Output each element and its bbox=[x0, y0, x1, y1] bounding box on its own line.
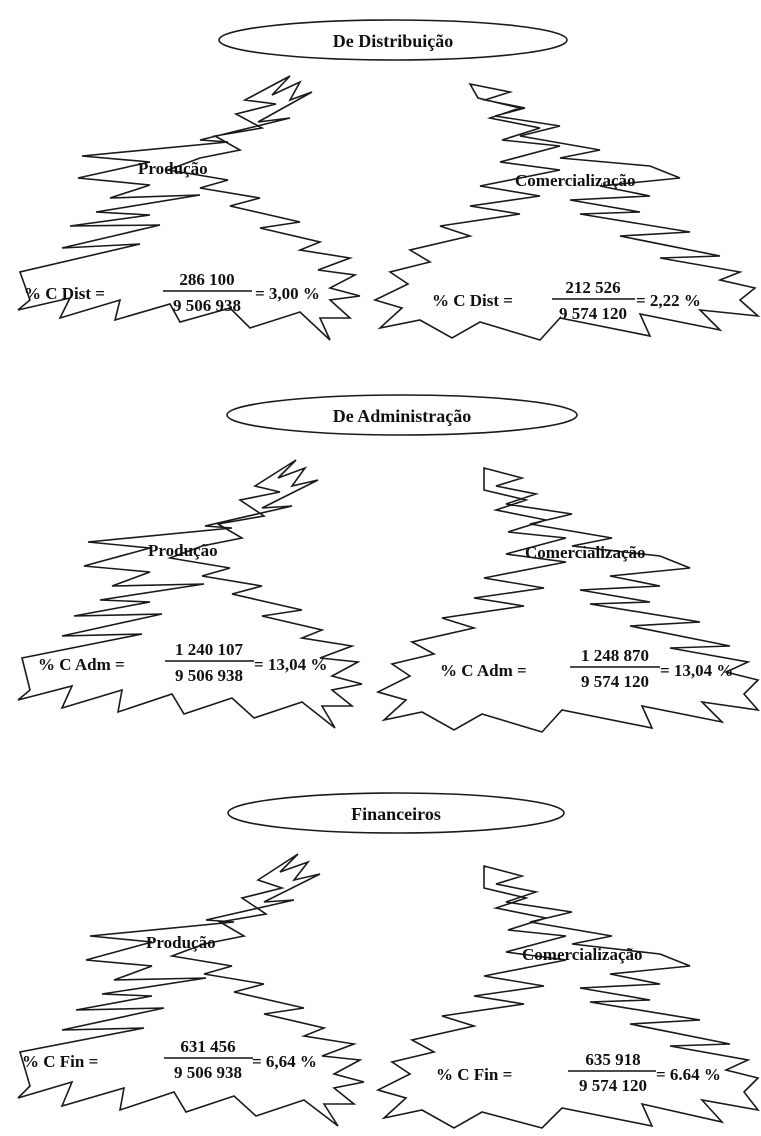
right-formula-lhs: % C Dist = bbox=[432, 291, 513, 310]
left-label: Produção bbox=[148, 541, 218, 560]
right-numerator: 212 526 bbox=[565, 278, 620, 297]
right-result: = 2,22 % bbox=[636, 291, 701, 310]
left-denominator: 9 506 938 bbox=[175, 666, 243, 685]
right-denominator: 9 574 120 bbox=[581, 672, 649, 691]
section-title: De Distribuição bbox=[333, 31, 454, 51]
section-administration: De Administração Produção % C Adm = 1 24… bbox=[17, 394, 761, 733]
jagged-shape-left bbox=[17, 75, 361, 341]
section-title: De Administração bbox=[333, 406, 472, 426]
left-formula-lhs: % C Dist = bbox=[24, 284, 105, 303]
left-result: = 3,00 % bbox=[255, 284, 320, 303]
right-numerator: 1 248 870 bbox=[581, 646, 649, 665]
left-label: Produção bbox=[138, 159, 208, 178]
right-label: Comercialização bbox=[522, 945, 643, 964]
title-ellipse bbox=[227, 792, 565, 834]
left-numerator: 286 100 bbox=[179, 270, 234, 289]
right-denominator: 9 574 120 bbox=[559, 304, 627, 323]
left-label: Produção bbox=[146, 933, 216, 952]
right-label: Comercialização bbox=[515, 171, 636, 190]
jagged-shape-right bbox=[375, 466, 761, 733]
jagged-shape-right bbox=[375, 864, 760, 1129]
left-denominator: 9 506 938 bbox=[174, 1063, 242, 1082]
left-result: = 6,64 % bbox=[252, 1052, 317, 1071]
section-financial: Financeiros Produção % C Fin = 631 456 9… bbox=[17, 792, 760, 1129]
right-label: Comercialização bbox=[525, 543, 646, 562]
right-result: = 6.64 % bbox=[656, 1065, 721, 1084]
left-denominator: 9 506 938 bbox=[173, 296, 241, 315]
left-formula-lhs: % C Adm = bbox=[38, 655, 125, 674]
left-formula-lhs: % C Fin = bbox=[22, 1052, 98, 1071]
right-denominator: 9 574 120 bbox=[579, 1076, 647, 1095]
section-title: Financeiros bbox=[351, 804, 441, 824]
section-distribution: De Distribuição Produção % C Dist = 286 … bbox=[17, 19, 761, 341]
title-ellipse bbox=[226, 394, 578, 436]
right-formula-lhs: % C Fin = bbox=[436, 1065, 512, 1084]
right-result: = 13,04 % bbox=[660, 661, 733, 680]
left-numerator: 631 456 bbox=[180, 1037, 235, 1056]
title-ellipse bbox=[218, 19, 568, 61]
jagged-shape-left bbox=[17, 459, 363, 729]
left-numerator: 1 240 107 bbox=[175, 640, 244, 659]
jagged-shape-right bbox=[372, 82, 761, 341]
jagged-shape-left bbox=[17, 853, 365, 1127]
left-result: = 13,04 % bbox=[254, 655, 327, 674]
right-formula-lhs: % C Adm = bbox=[440, 661, 527, 680]
right-numerator: 635 918 bbox=[585, 1050, 640, 1069]
